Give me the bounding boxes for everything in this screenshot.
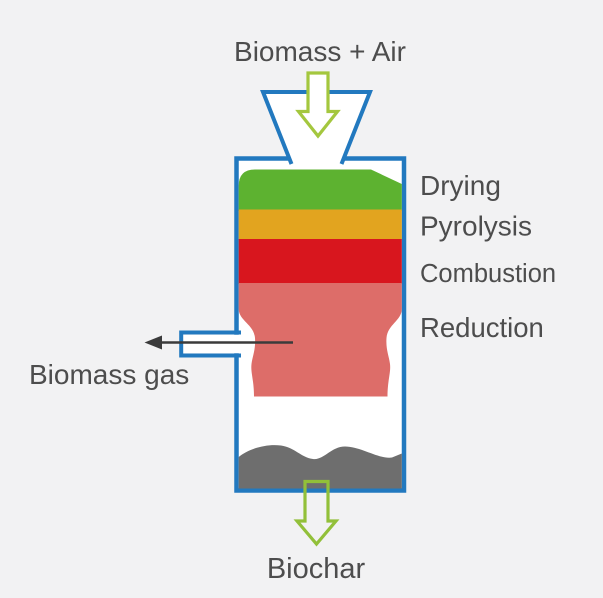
reduction-zone: [238, 283, 402, 397]
inlet-down-arrow-icon: [295, 71, 341, 139]
biochar-bed: [238, 445, 402, 489]
biomass-air-label: Biomass + Air: [234, 36, 406, 67]
drying-zone: [238, 169, 402, 211]
gas-outlet-channel: [181, 334, 250, 354]
biomass-gas-label: Biomass gas: [29, 359, 189, 390]
gas-flow-arrowhead-icon: [144, 335, 162, 350]
gas-outlet-pipe: [179, 330, 241, 358]
zone-label-drying: Drying: [420, 170, 501, 201]
combustion-zone: [238, 239, 402, 284]
zone-label-pyrolysis: Pyrolysis: [420, 211, 532, 242]
zone-label-reduction: Reduction: [420, 312, 544, 343]
biochar-outlet-arrow-icon: [293, 479, 340, 547]
zone-label-combustion: Combustion: [420, 260, 556, 288]
pyrolysis-zone: [238, 209, 402, 240]
biochar-label: Biochar: [267, 553, 366, 585]
